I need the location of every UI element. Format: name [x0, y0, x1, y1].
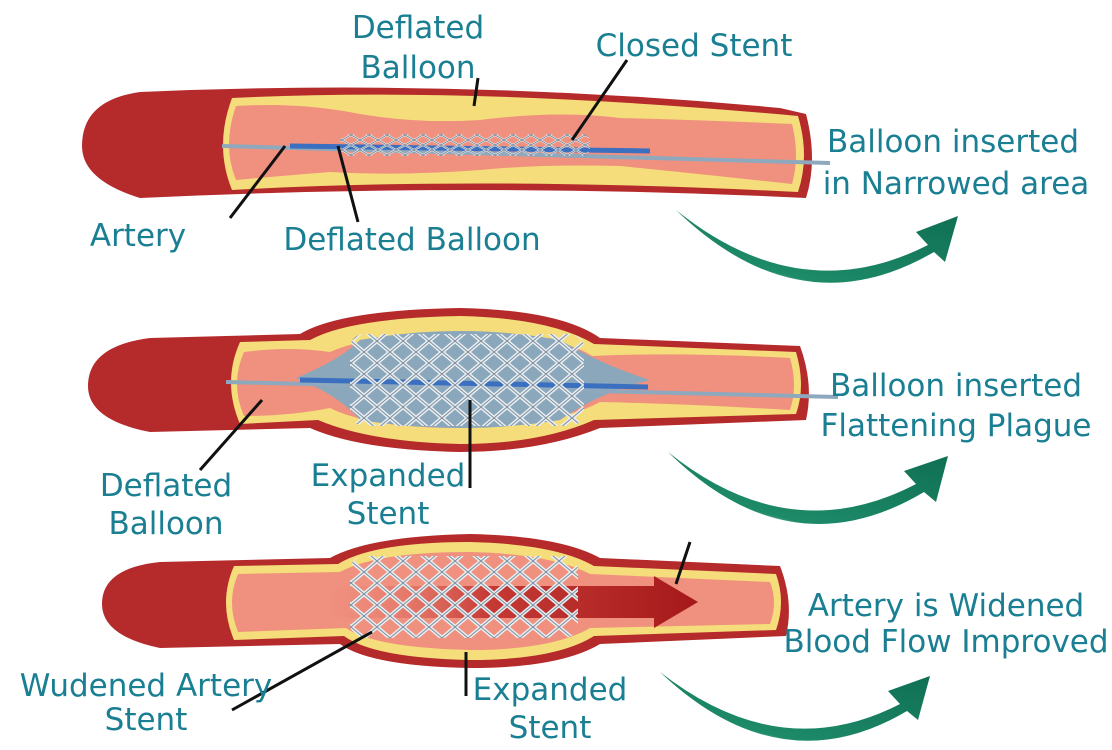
label-deflated-balloon-top-1: Deflated [352, 10, 484, 46]
panel-3-artery: Wudened Artery Stent Expanded Stent Arte… [20, 534, 1109, 746]
leader-artery [228, 145, 287, 219]
curved-progress-arrow [676, 210, 958, 283]
leader-widened-artery-stent [231, 630, 373, 712]
panel-1-artery: Deflated Balloon Closed Stent Artery Def… [82, 10, 1089, 283]
caption-3-line-1: Artery is Widened [808, 588, 1084, 624]
label-deflated-balloon-2: Balloon [108, 506, 223, 542]
label-expanded-stent-2: Stent [347, 496, 430, 532]
caption-2-line-1: Balloon inserted [830, 368, 1082, 404]
panel-2-artery: Deflated Balloon Expanded Stent Balloon … [88, 308, 1091, 542]
curved-progress-arrow [660, 672, 930, 741]
label-expanded-stent-1: Expanded [311, 458, 466, 494]
caption-2-line-2: Flattening Plague [821, 408, 1092, 444]
leader-flow [674, 541, 692, 585]
leader-deflated-balloon [336, 145, 360, 223]
leader-closed-stent [570, 59, 629, 141]
caption-1-line-1: Balloon inserted [827, 124, 1079, 160]
label-artery: Artery [90, 218, 186, 254]
expanded-stent [350, 334, 584, 426]
label-deflated-balloon-1: Deflated [100, 468, 232, 504]
label-deflated-balloon-top-2: Balloon [360, 50, 475, 86]
closed-stent [340, 134, 590, 156]
label-deflated-balloon-bottom: Deflated Balloon [283, 222, 540, 258]
label-closed-stent: Closed Stent [596, 28, 793, 64]
leader-top-balloon [472, 77, 480, 107]
expanded-stent [350, 556, 578, 638]
curved-progress-arrow [668, 452, 948, 524]
caption-1-line-2: in Narrowed area [823, 166, 1090, 202]
label-expanded-stent-1: Expanded [473, 672, 628, 708]
leader-deflated-balloon [198, 399, 264, 471]
caption-3-line-2: Blood Flow Improved [783, 624, 1108, 660]
label-expanded-stent-2: Stent [509, 710, 592, 746]
label-widened-artery-2: Stent [105, 702, 188, 738]
label-widened-artery-1: Wudened Artery [20, 668, 272, 704]
